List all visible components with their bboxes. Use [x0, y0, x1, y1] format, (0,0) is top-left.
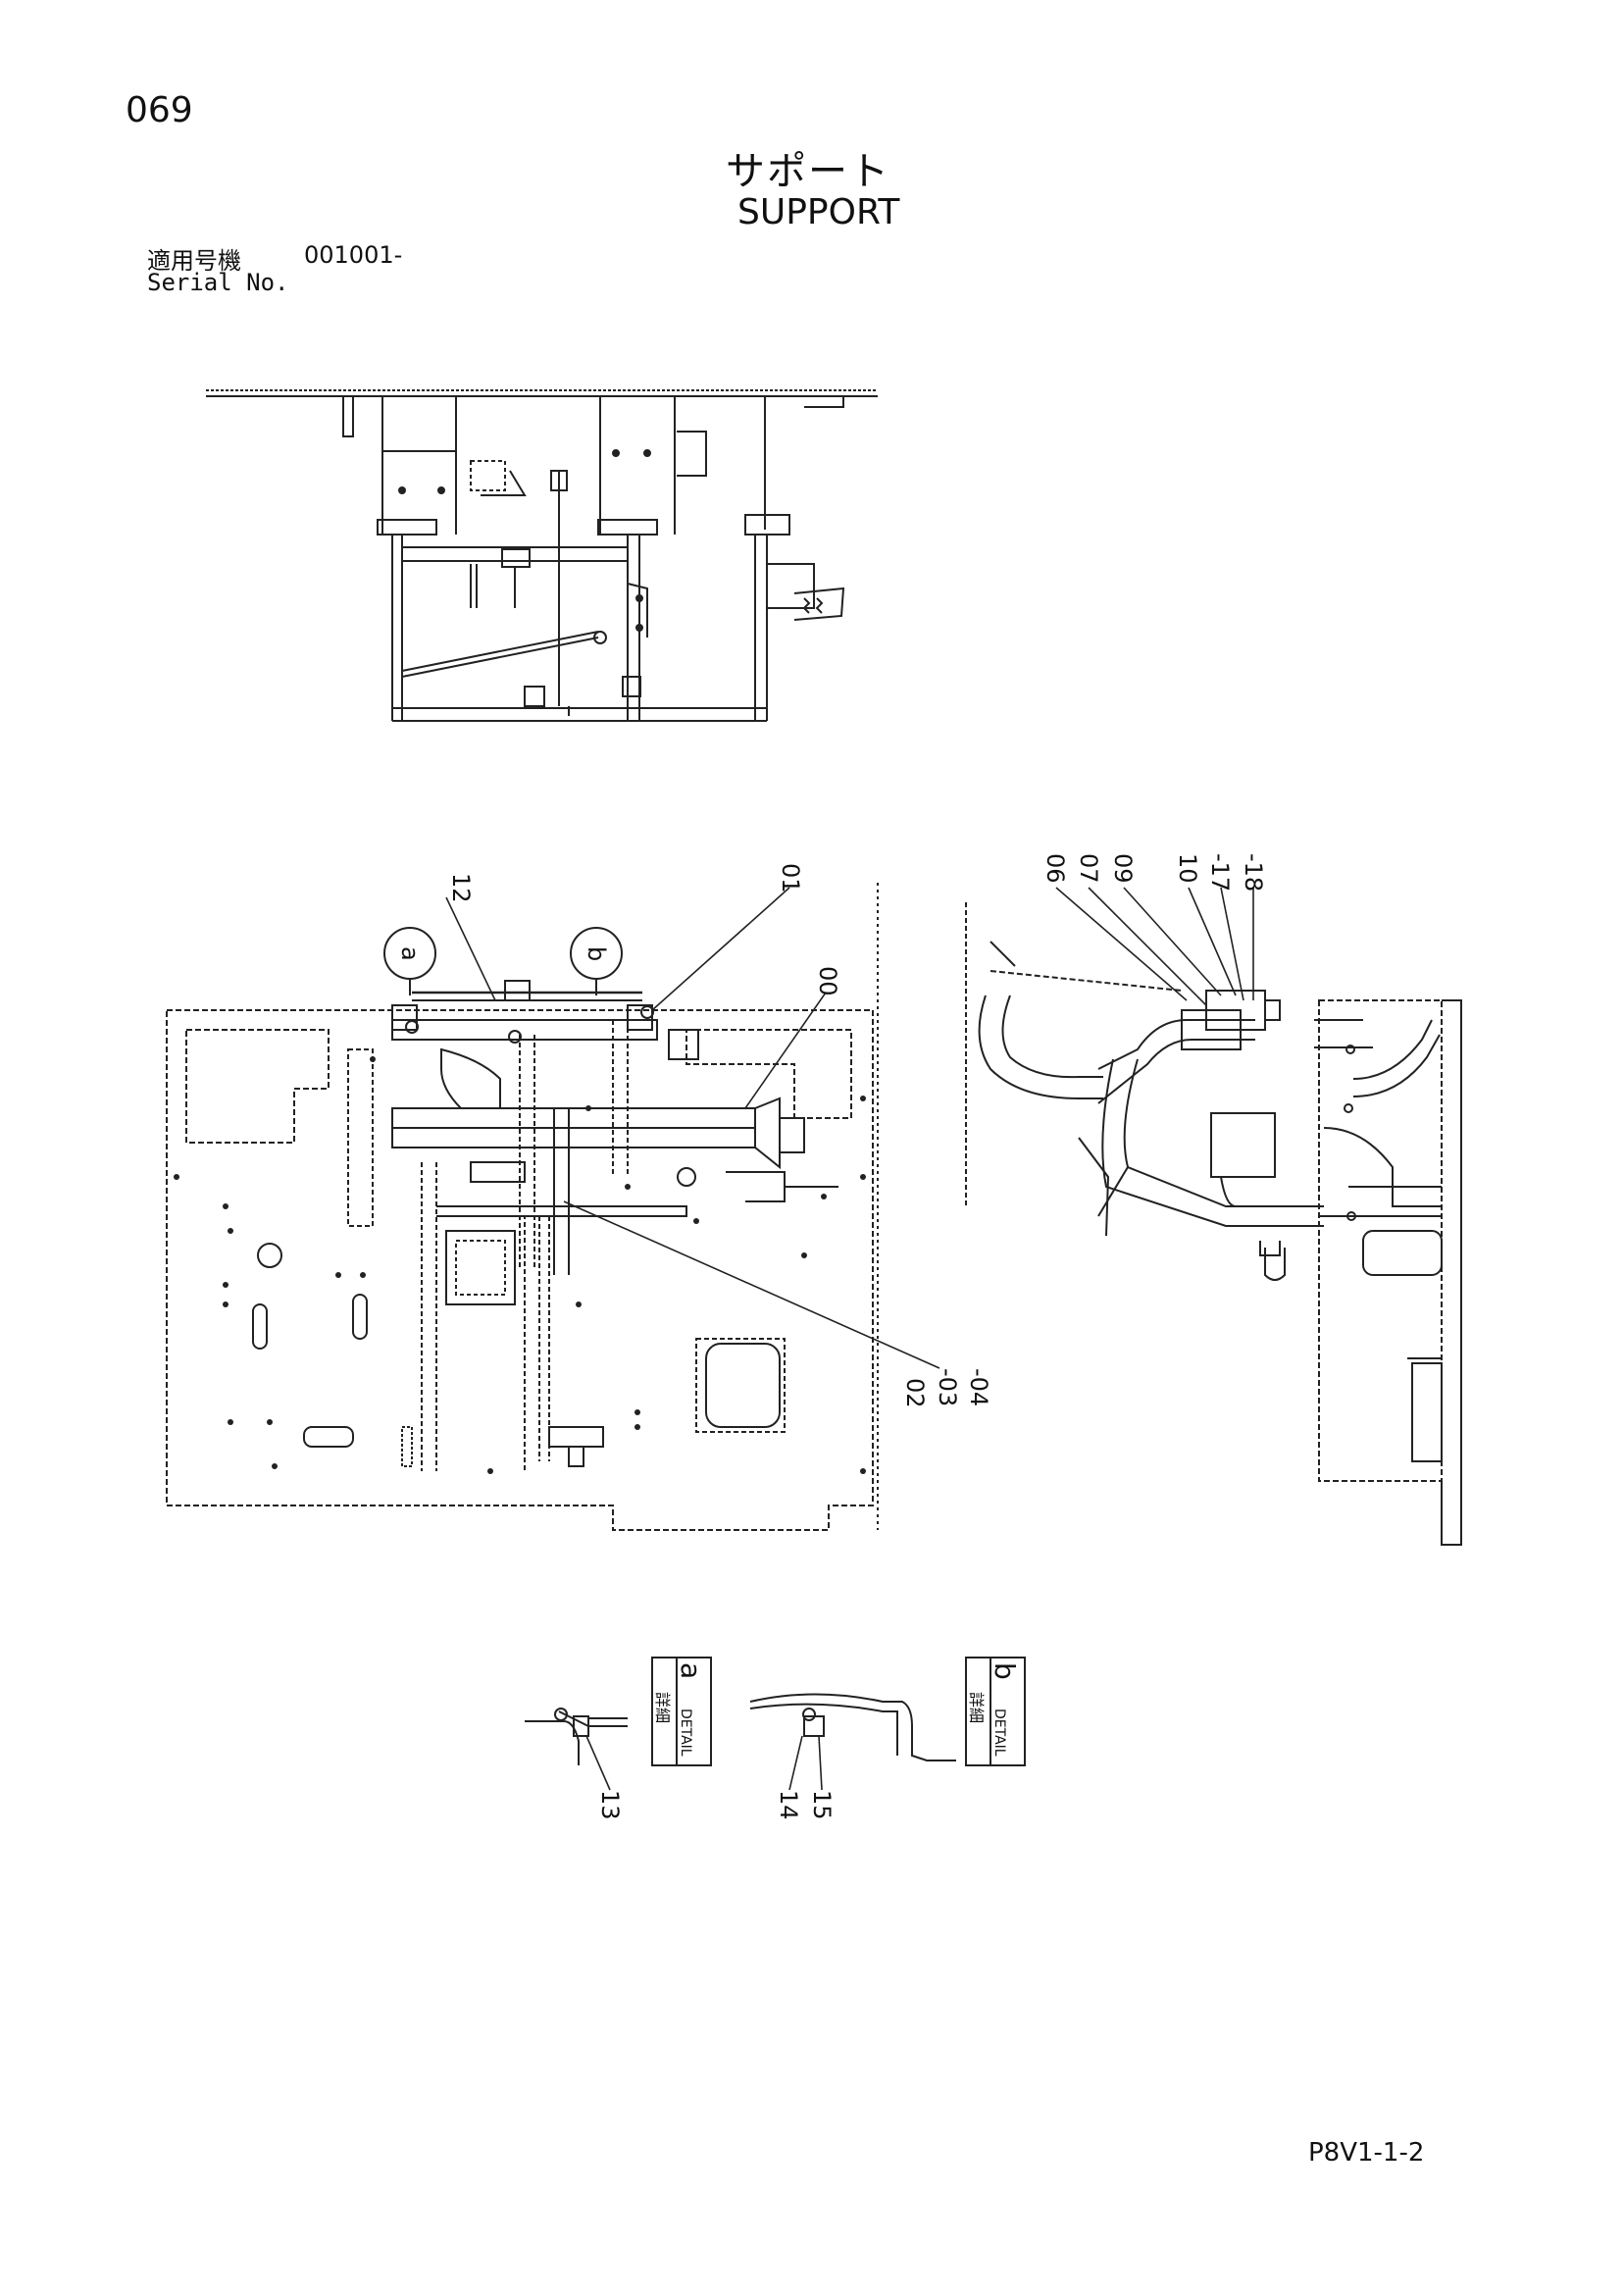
callout-17: -17	[1206, 853, 1234, 892]
detail-b-jp: 詳細	[967, 1692, 986, 1723]
bubble-b-label: b	[583, 946, 610, 961]
plan-view	[166, 980, 874, 1531]
callout-15: 15	[808, 1790, 836, 1820]
callout-13: 13	[596, 1790, 624, 1820]
callout-07: 07	[1075, 853, 1102, 884]
bubble-a-label: a	[396, 946, 424, 961]
callout-04: -04	[965, 1368, 992, 1406]
serial-value: 001001-	[304, 241, 403, 269]
page-title-en: SUPPORT	[737, 192, 900, 232]
callout-18: -18	[1240, 853, 1267, 892]
callout-12: 12	[447, 873, 475, 903]
detail-b-letter: b	[989, 1662, 1021, 1680]
footer-drawing-code: P8V1-1-2	[1308, 2138, 1425, 2168]
detail-b-drawing	[749, 1657, 1026, 1791]
detail-a-letter: a	[675, 1662, 707, 1679]
detail-a-en: DETAIL	[678, 1709, 693, 1757]
side-view	[877, 883, 1462, 1546]
top-view	[206, 389, 878, 722]
callout-14: 14	[775, 1790, 802, 1820]
callout-06: 06	[1041, 853, 1069, 884]
callout-03: -03	[934, 1368, 961, 1406]
page-title-jp: サポート	[726, 149, 890, 194]
callout-10: 10	[1174, 853, 1201, 884]
detail-a-drawing	[525, 1657, 712, 1791]
callout-02: 02	[901, 1378, 929, 1408]
callout-01: 01	[777, 863, 804, 893]
serial-label-jp: 適用号機	[147, 247, 241, 275]
serial-label-en: Serial No.	[147, 269, 289, 296]
detail-b-en: DETAIL	[991, 1709, 1007, 1757]
page-number: 069	[126, 90, 193, 130]
callout-09: 09	[1109, 853, 1137, 884]
detail-a-jp: 詳細	[653, 1692, 672, 1723]
callout-00: 00	[814, 966, 841, 996]
